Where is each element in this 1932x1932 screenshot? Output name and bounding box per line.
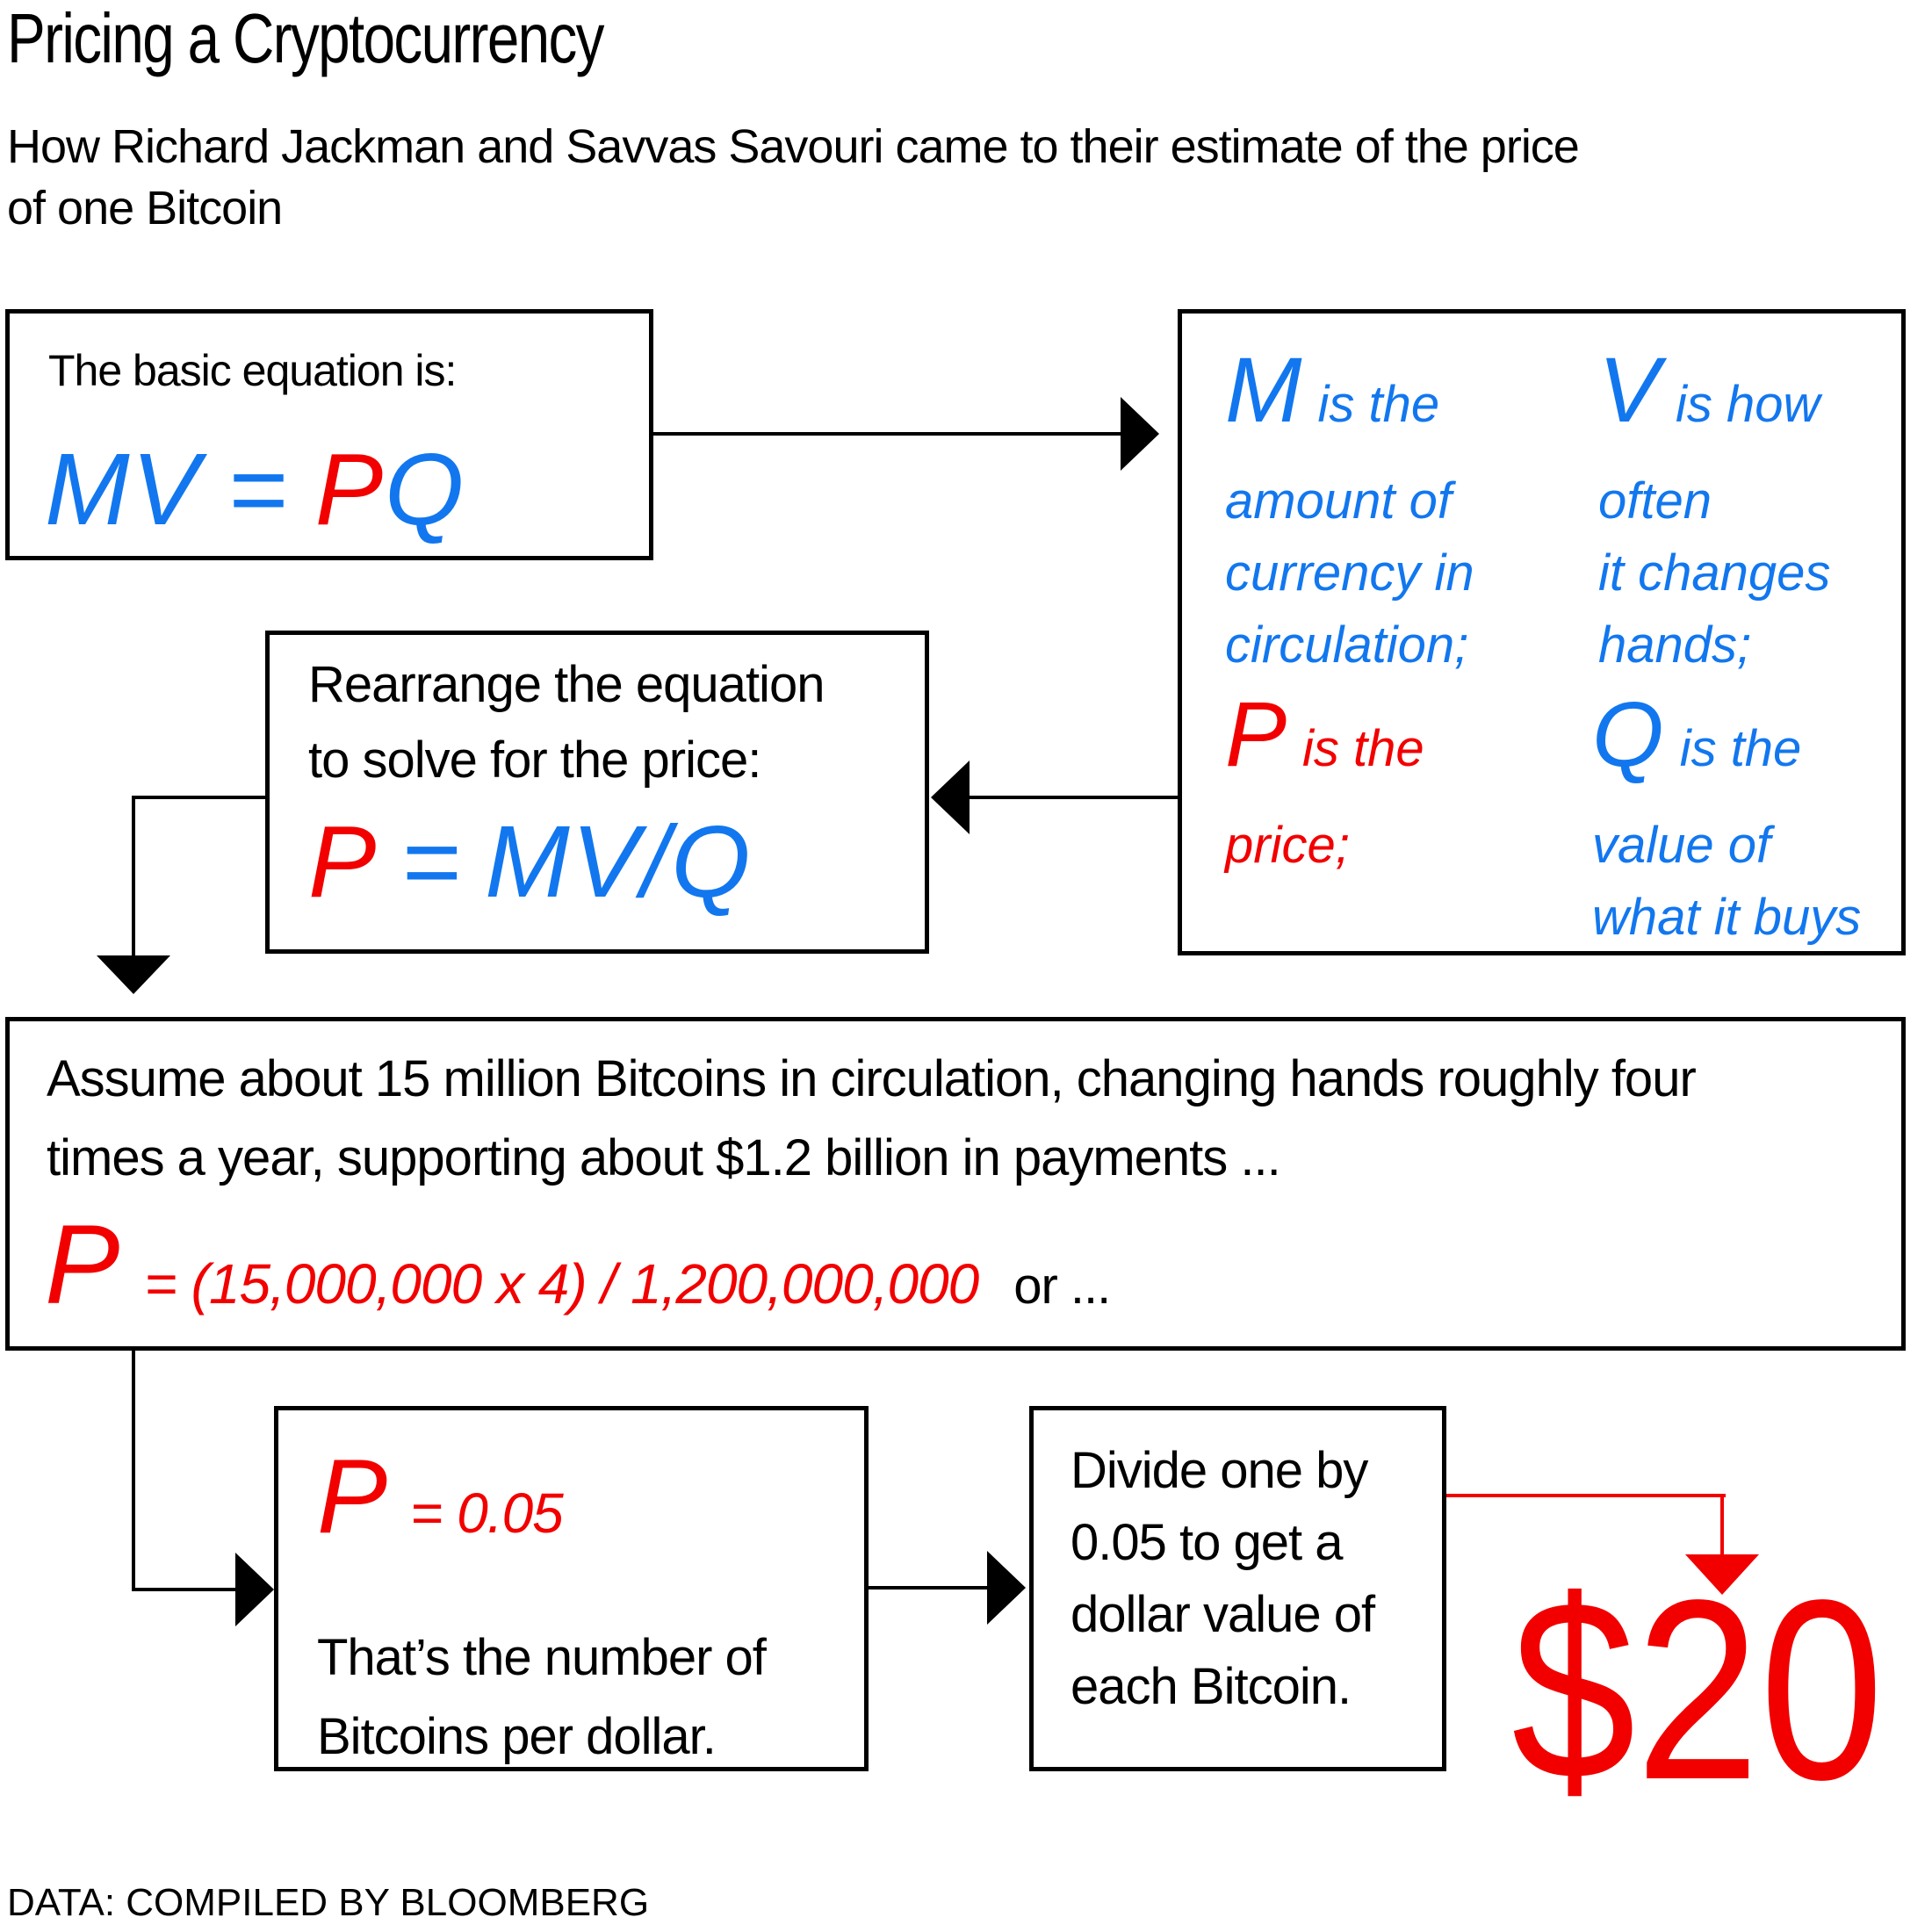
definition-v-inline: is how: [1676, 376, 1820, 433]
arrow-down-icon: [97, 955, 170, 994]
arrow-definitions-to-rearrange-line: [970, 796, 1178, 799]
definition-p: P is the price;: [1225, 683, 1424, 882]
result-value: $20: [1511, 1546, 1885, 1833]
equation-q: Q: [385, 432, 466, 546]
equation-or: or ...: [1013, 1258, 1111, 1315]
bitcoins-per-dollar-box: P = 0.05 That’s the number of Bitcoins p…: [274, 1406, 869, 1771]
equation-mvq: MV/Q: [485, 804, 753, 919]
assumption-box: Assume about 15 million Bitcoins in circ…: [5, 1017, 1906, 1351]
definition-v-text: often it changes hands;: [1598, 472, 1831, 674]
equation-p-005: P = 0.05: [317, 1438, 564, 1555]
equation-p: P: [314, 432, 386, 546]
equation-p: P: [308, 804, 378, 919]
definition-m-text: amount of currency in circulation;: [1225, 472, 1474, 674]
equation-equals: =: [227, 432, 289, 546]
definition-m-letter: M: [1225, 339, 1302, 442]
page-subtitle: How Richard Jackman and Savvas Savouri c…: [7, 120, 1580, 234]
elbow-assumption-horizontal-line: [132, 1588, 237, 1591]
definition-p-letter: P: [1225, 683, 1287, 786]
equation-p-mvq: P = MV/Q: [308, 811, 753, 912]
equation-mv-pq: MV = P Q: [45, 438, 465, 540]
bitcoins-per-dollar-text: That’s the number of Bitcoins per dollar…: [317, 1629, 767, 1765]
arrow-left-icon: [931, 761, 970, 834]
equation-formula: = 0.05: [410, 1481, 564, 1545]
result-arrow-vertical-line: [1720, 1494, 1724, 1555]
definitions-box: M is the amount of currency in circulati…: [1178, 309, 1906, 955]
divide-text: Divide one by 0.05 to get a dollar value…: [1071, 1442, 1375, 1715]
definition-q-letter: Q: [1592, 683, 1664, 786]
elbow-rearrange-horizontal-line: [132, 796, 265, 799]
assumption-text: Assume about 15 million Bitcoins in circ…: [47, 1050, 1697, 1186]
equation-formula: = (15,000,000 x 4) / 1,200,000,000: [144, 1252, 979, 1316]
equation-numeric: P = (15,000,000 x 4) / 1,200,000,000 or …: [45, 1202, 1111, 1328]
definition-q: Q is the value of what it buys: [1592, 683, 1862, 954]
result-arrow-horizontal-line: [1446, 1494, 1726, 1497]
definition-p-text: price;: [1225, 817, 1350, 874]
definition-v-letter: V: [1598, 339, 1661, 442]
definition-p-inline: is the: [1302, 720, 1424, 777]
footer-credit: DATA: COMPILED BY BLOOMBERG: [7, 1881, 650, 1924]
elbow-rearrange-vertical-line: [132, 796, 135, 955]
divide-box: Divide one by 0.05 to get a dollar value…: [1029, 1406, 1446, 1771]
definition-m: M is the amount of currency in circulati…: [1225, 339, 1474, 681]
arrow-right-icon: [987, 1551, 1026, 1625]
elbow-assumption-vertical-line: [132, 1351, 135, 1590]
arrow-per-dollar-to-divide-line: [869, 1586, 988, 1590]
definition-q-text: value of what it buys: [1592, 817, 1862, 946]
rearrange-box: Rearrange the equation to solve for the …: [265, 631, 929, 954]
basic-equation-label: The basic equation is:: [48, 346, 457, 395]
equation-p: P: [45, 1202, 120, 1328]
basic-equation-box: The basic equation is: MV = P Q: [5, 309, 653, 560]
arrow-down-red-icon: [1685, 1554, 1759, 1595]
definition-q-inline: is the: [1679, 720, 1802, 777]
equation-mv: MV: [45, 432, 201, 546]
page-title: Pricing a Cryptocurrency: [7, 0, 604, 77]
definition-m-inline: is the: [1317, 376, 1440, 433]
equation-p: P: [317, 1438, 388, 1555]
arrow-right-icon: [235, 1553, 274, 1626]
arrow-right-icon: [1121, 397, 1159, 471]
definition-v: V is how often it changes hands;: [1598, 339, 1831, 681]
rearrange-text: Rearrange the equation to solve for the …: [308, 656, 825, 789]
arrow-basic-to-definitions-line: [653, 432, 1121, 436]
equation-equals: =: [400, 804, 463, 919]
